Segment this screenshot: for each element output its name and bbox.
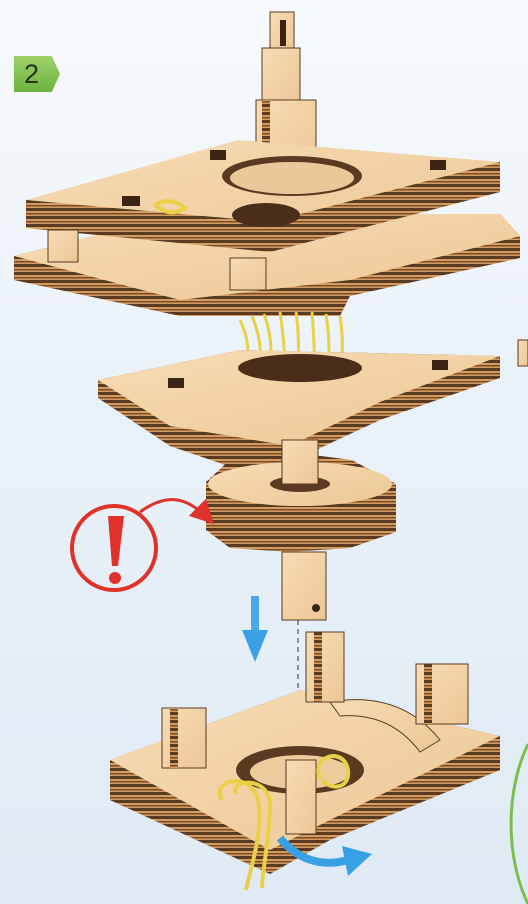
down-arrow-icon	[242, 596, 268, 662]
edge-fragment	[518, 340, 528, 366]
warning-icon	[72, 500, 210, 590]
green-circle-edge	[511, 744, 528, 904]
